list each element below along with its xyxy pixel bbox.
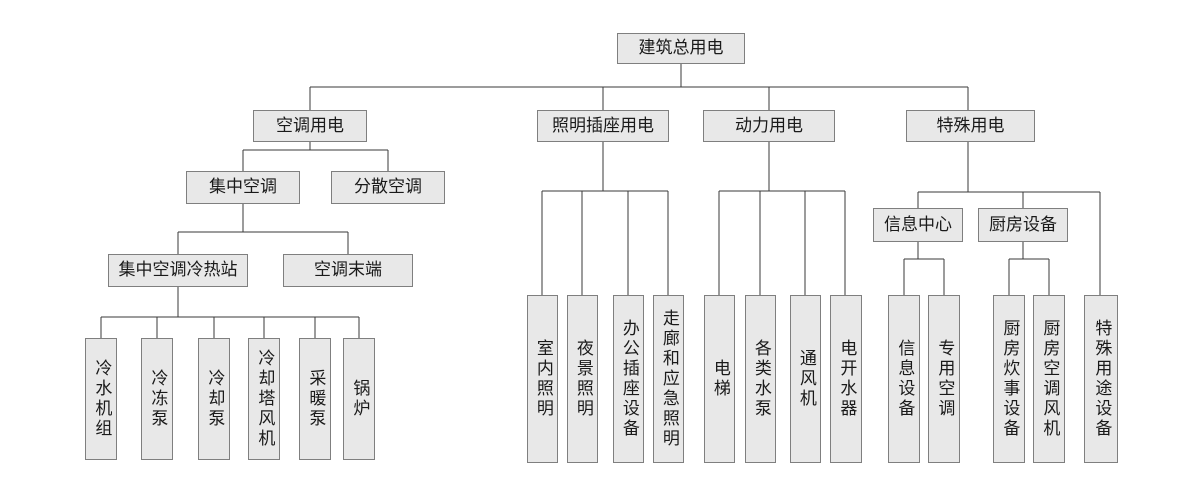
node-elevator: 电梯	[704, 295, 735, 463]
node-motive-power: 动力用电	[703, 110, 835, 142]
node-kitchen-equipment: 厨房设备	[978, 208, 1068, 242]
node-central-hvac-plant: 集中空调冷热站	[108, 254, 248, 287]
node-decentralized-hvac: 分散空调	[331, 171, 445, 204]
node-ventilation-fan: 通风机	[790, 295, 821, 463]
node-cooling-tower-fan: 冷却塔风机	[248, 338, 280, 460]
node-building-total-power: 建筑总用电	[617, 33, 745, 64]
node-lighting-socket-power: 照明插座用电	[537, 110, 669, 142]
node-boiler: 锅炉	[343, 338, 375, 460]
node-nightscape-lighting: 夜景照明	[567, 295, 598, 463]
node-info-center: 信息中心	[873, 208, 963, 242]
node-chiller-unit: 冷水机组	[85, 338, 117, 460]
node-electric-water-heater: 电开水器	[830, 295, 862, 463]
node-special-purpose-equipment: 特殊用途设备	[1084, 295, 1118, 463]
node-kitchen-cooking-equipment: 厨房炊事设备	[993, 295, 1025, 463]
node-dedicated-hvac: 专用空调	[928, 295, 960, 463]
node-heating-pump: 采暖泵	[299, 338, 331, 460]
node-office-socket-equipment: 办公插座设备	[613, 295, 644, 463]
node-corridor-emergency-lighting: 走廊和应急照明	[653, 295, 684, 463]
node-hvac-terminal: 空调末端	[283, 254, 413, 287]
node-info-equipment: 信息设备	[888, 295, 920, 463]
node-cooling-water-pump: 冷却泵	[198, 338, 230, 460]
node-indoor-lighting: 室内照明	[527, 295, 558, 463]
node-hvac-power: 空调用电	[253, 110, 367, 142]
node-special-power: 特殊用电	[906, 110, 1035, 142]
node-chilled-water-pump: 冷冻泵	[141, 338, 173, 460]
node-kitchen-hvac-fan: 厨房空调风机	[1033, 295, 1065, 463]
node-central-hvac: 集中空调	[186, 171, 300, 204]
node-water-pumps: 各类水泵	[745, 295, 776, 463]
